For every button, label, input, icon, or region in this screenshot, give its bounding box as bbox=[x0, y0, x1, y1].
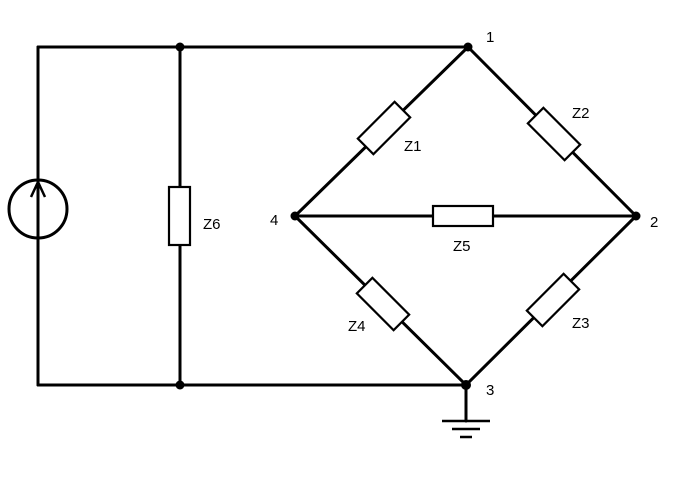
node-4-label: 4 bbox=[270, 212, 278, 229]
z2-label: Z2 bbox=[572, 105, 590, 122]
z4-impedance bbox=[355, 276, 411, 332]
z6-label: Z6 bbox=[203, 216, 221, 233]
node-2-label: 2 bbox=[650, 214, 658, 231]
z1-label: Z1 bbox=[404, 138, 422, 155]
node-1-label: 1 bbox=[486, 29, 494, 46]
ground-icon bbox=[442, 383, 490, 439]
z4-label: Z4 bbox=[348, 318, 366, 335]
current-source-arrow-icon bbox=[29, 179, 47, 198]
z5-label: Z5 bbox=[453, 238, 471, 255]
z1-impedance bbox=[356, 100, 412, 156]
z2-impedance bbox=[526, 106, 582, 162]
junction-bottom bbox=[175, 380, 185, 390]
node-3-dot bbox=[461, 380, 471, 390]
current-source bbox=[7, 178, 69, 240]
node-1-dot bbox=[463, 42, 473, 52]
z3-label: Z3 bbox=[572, 315, 590, 332]
node-4-dot bbox=[290, 211, 300, 221]
z5-impedance bbox=[431, 204, 495, 228]
node-3-label: 3 bbox=[486, 382, 494, 399]
junction-top bbox=[175, 42, 185, 52]
z6-impedance bbox=[167, 185, 192, 247]
node-2-dot bbox=[631, 211, 641, 221]
z3-impedance bbox=[525, 272, 581, 328]
